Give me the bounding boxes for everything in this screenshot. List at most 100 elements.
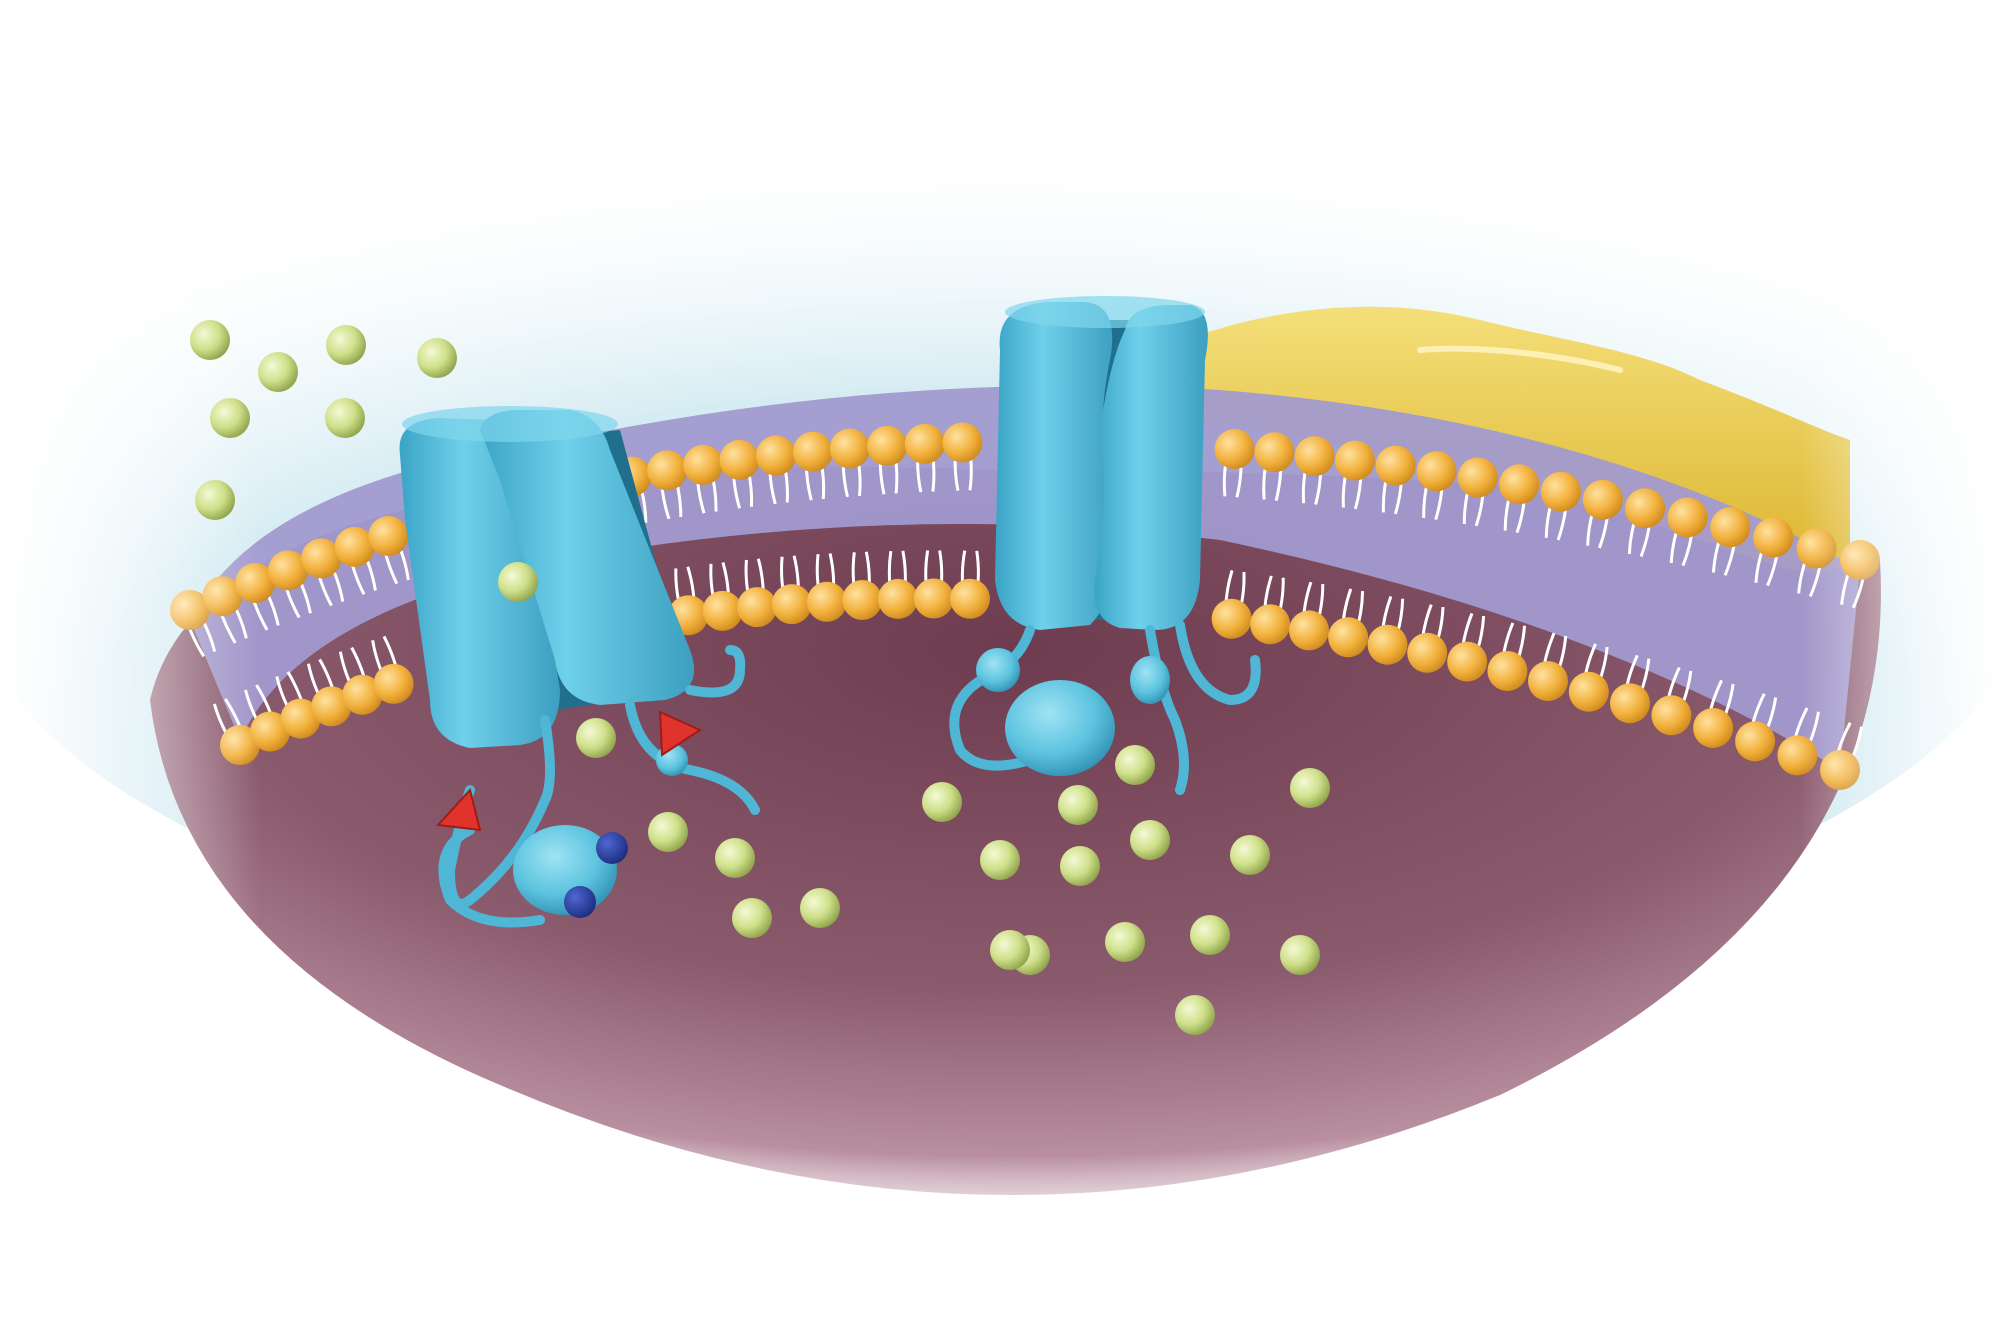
ion: [1105, 922, 1145, 962]
phospholipid-head: [1753, 517, 1794, 558]
channel-left-subunit-b: [480, 410, 695, 705]
ion: [195, 480, 235, 520]
ion: [498, 562, 538, 602]
phospholipid-head: [1407, 632, 1448, 673]
ion: [576, 718, 616, 758]
ion: [990, 930, 1030, 970]
phospholipid-head: [1568, 671, 1609, 712]
phospholipid-head: [334, 526, 375, 567]
ion: [258, 352, 298, 392]
phospholipid-head: [1499, 464, 1540, 505]
phospholipid-head: [950, 578, 990, 619]
phospholipid-head: [250, 711, 291, 752]
phospholipid-head: [771, 584, 812, 625]
channel-right-tail-far: [1175, 620, 1261, 706]
bound-ligand-1: [596, 832, 628, 864]
channel-right-node-right: [1130, 656, 1170, 704]
channel-right-subunit-a: [995, 302, 1115, 630]
ion: [210, 398, 250, 438]
channel-right-top: [1005, 296, 1205, 328]
phospholipid-head: [737, 587, 778, 628]
phospholipid-head: [1625, 488, 1666, 529]
phospholipid-head: [1487, 650, 1528, 691]
ions: [190, 320, 1330, 1035]
channel-right-node-left: [976, 648, 1020, 692]
channel-left-tail-3: [685, 645, 746, 698]
phospholipid-head: [1211, 598, 1252, 639]
phospholipid-head: [1540, 471, 1581, 512]
phospholipid-head: [1294, 436, 1335, 477]
ion: [1290, 768, 1330, 808]
phospholipid-head: [942, 422, 983, 463]
phospholipid-head: [1328, 617, 1369, 658]
phosphate-marker-1: [435, 787, 482, 832]
ion: [1190, 915, 1230, 955]
ion: [1130, 820, 1170, 860]
ion: [1058, 785, 1098, 825]
phospholipid-head: [904, 423, 945, 464]
right-fade: [1800, 300, 2000, 1100]
ion: [1175, 995, 1215, 1035]
phospholipid-head: [702, 590, 743, 631]
phospholipid-head: [1667, 497, 1708, 538]
phospholipid-head: [373, 663, 414, 704]
phospholipid-head: [1735, 721, 1776, 762]
phospholipid-head: [368, 516, 409, 557]
ion: [1115, 745, 1155, 785]
ion: [190, 320, 230, 360]
ion: [1060, 846, 1100, 886]
phospholipid-head: [1710, 507, 1751, 548]
channel-left-tail-2: [625, 700, 760, 815]
phospholipid-head: [877, 578, 918, 619]
phospholipid-head: [280, 698, 321, 739]
phospholipid-head: [913, 578, 954, 619]
channel-left-loop: [438, 825, 545, 928]
ion: [648, 812, 688, 852]
phospholipid-head: [1527, 661, 1568, 702]
ion: [800, 888, 840, 928]
ion: [1230, 835, 1270, 875]
channel-right-open: [949, 296, 1261, 795]
ion: [417, 338, 457, 378]
phospholipid-head: [829, 428, 870, 469]
phospholipid-head: [1693, 707, 1734, 748]
phospholipid-head: [1416, 451, 1457, 492]
ion: [922, 782, 962, 822]
left-fade: [0, 300, 260, 1100]
channel-left-top: [402, 406, 618, 442]
phospholipid-head: [1214, 428, 1255, 469]
phospholipid-head: [1254, 432, 1295, 473]
ion: [326, 325, 366, 365]
phospholipid-head: [1447, 641, 1488, 682]
phospholipid-head: [792, 431, 833, 472]
channel-right-subunit-b: [1094, 305, 1208, 630]
ion: [980, 840, 1020, 880]
phospholipid-head: [267, 550, 308, 591]
phospholipid-head: [1457, 457, 1498, 498]
phospholipid-head: [806, 581, 847, 622]
ion: [1280, 935, 1320, 975]
phospholipid-head: [301, 538, 342, 579]
ion: [732, 898, 772, 938]
ion: [325, 398, 365, 438]
phospholipid-head: [342, 674, 383, 715]
phospholipid-head: [1334, 440, 1375, 481]
phospholipid-head: [755, 435, 796, 476]
channel-right-globular-domain: [1005, 680, 1115, 776]
phospholipid-head: [842, 579, 883, 620]
channel-left-open-phosphorylated: [399, 406, 760, 928]
phospholipid-head: [867, 425, 908, 466]
phospholipid-head: [1375, 445, 1416, 486]
phospholipid-head: [1367, 624, 1408, 665]
phospholipid-head: [311, 686, 352, 727]
phospholipid-head: [1651, 695, 1692, 736]
ion: [715, 838, 755, 878]
bound-ligand-2: [564, 886, 596, 918]
phospholipid-head: [719, 439, 760, 480]
phospholipid-head: [1609, 683, 1650, 724]
phospholipid-head: [647, 450, 688, 491]
phosphate-marker-2: [658, 710, 703, 757]
phospholipid-head: [1288, 610, 1329, 651]
phospholipid-head: [1250, 604, 1291, 645]
